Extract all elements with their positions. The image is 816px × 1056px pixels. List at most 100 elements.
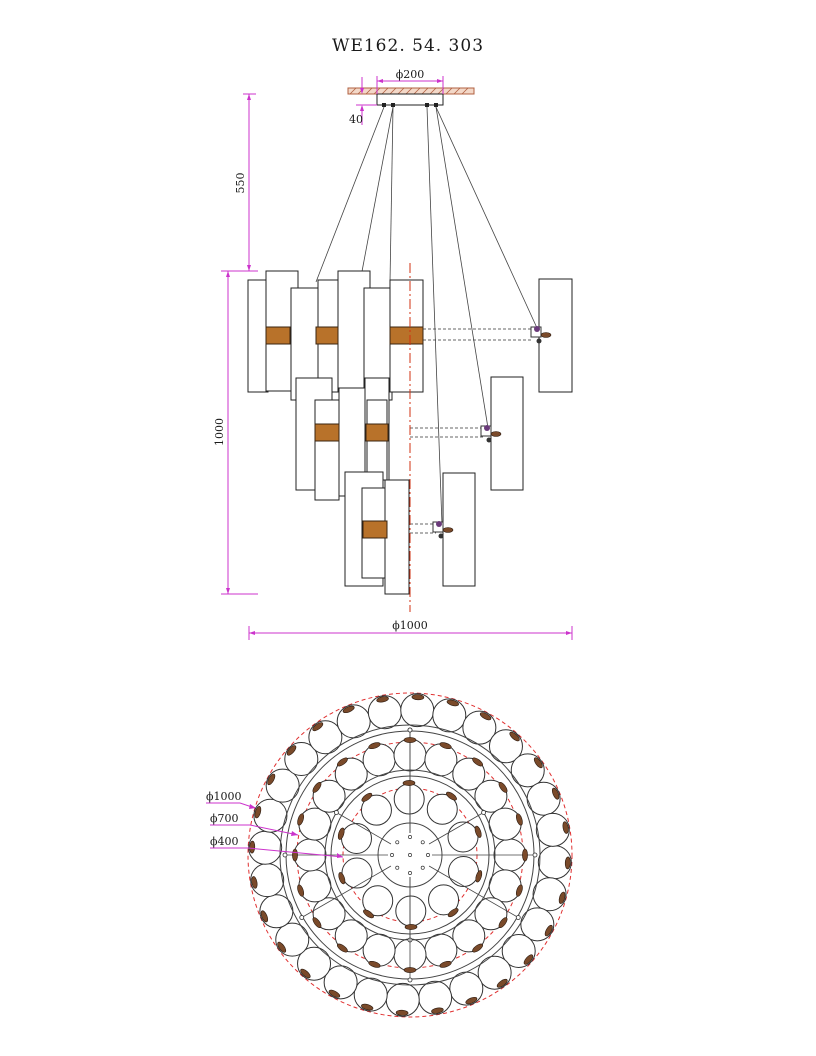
bulb: [361, 792, 373, 802]
bulb: [300, 968, 311, 979]
bulb: [376, 696, 389, 703]
wire-anchor: [333, 810, 339, 815]
outer-frame-ring: [279, 724, 541, 986]
bulb: [447, 908, 459, 918]
crystal-ball: [341, 822, 373, 854]
bulb: [465, 996, 478, 1005]
crystal-ball: [510, 753, 545, 788]
canopy: [376, 93, 444, 106]
wire-anchor: [299, 915, 305, 920]
inner-ring-crystals: [341, 783, 479, 927]
crystal-ball: [308, 720, 343, 755]
body-height-dimension: 1000: [213, 270, 258, 595]
connector-lines: [410, 328, 531, 534]
canopy-diameter-dimension: ϕ200: [376, 68, 444, 94]
bulb: [403, 737, 417, 743]
center-fixing: [390, 853, 394, 857]
crystal-ball: [488, 807, 522, 841]
bulb: [361, 1003, 374, 1011]
brass-bands: [265, 326, 424, 539]
crystal-ball: [253, 798, 288, 833]
crystal-ball: [426, 793, 458, 825]
bulb: [439, 742, 452, 750]
bulb: [498, 917, 508, 928]
crystal-ball: [474, 779, 508, 813]
ring-label-1000: ϕ1000: [206, 790, 242, 803]
bulb: [562, 821, 569, 834]
bulb: [515, 884, 523, 897]
wire-anchor: [407, 727, 413, 733]
crystal-ball: [474, 897, 508, 931]
crystal-ball: [298, 869, 332, 903]
crystal-ball: [360, 794, 392, 826]
center-fixing: [426, 853, 430, 857]
suspension-length-label: 550: [234, 173, 247, 194]
crystal-ball: [532, 877, 567, 912]
ring-leaders: [206, 802, 344, 858]
crystal-ball: [334, 757, 368, 791]
wire-anchor: [515, 915, 521, 920]
ceiling-hatch: [347, 87, 475, 95]
crystal-ball: [452, 757, 486, 791]
bulb: [337, 827, 345, 840]
bulb: [312, 917, 322, 928]
bulb: [286, 745, 297, 756]
bulb: [404, 924, 418, 930]
ring-label-400: ϕ400: [210, 835, 239, 848]
bulb: [403, 967, 417, 973]
center-fixings: [390, 835, 430, 875]
crystal-ball: [447, 821, 479, 853]
bulb: [402, 780, 416, 786]
bulb: [254, 806, 262, 819]
radial-wire: [428, 812, 484, 845]
bulb: [509, 731, 520, 742]
canopy-fixings: [382, 103, 438, 107]
crystal-ball: [488, 869, 522, 903]
bulb: [431, 1007, 444, 1014]
crystal-ball: [395, 895, 427, 927]
canopy-diameter-label: ϕ200: [396, 68, 425, 81]
center-fixing: [408, 871, 412, 875]
crystal-ball: [424, 933, 458, 967]
crystal-ball: [393, 783, 425, 815]
center-fixing: [420, 865, 425, 870]
canopy-height-dimension: 40: [349, 77, 377, 126]
radial-wire: [428, 865, 519, 918]
crystal-panels-tier-2: [295, 377, 390, 501]
drawing-title: WE162. 54. 303: [332, 36, 484, 56]
bulb: [496, 978, 508, 988]
wire-anchor: [481, 810, 487, 815]
lamp-holders: [432, 326, 552, 539]
crystal-ball: [312, 779, 346, 813]
radial-wire: [301, 865, 392, 918]
bulb: [249, 840, 256, 854]
outer-dashed-circle: [247, 692, 573, 1018]
bulb: [297, 884, 305, 897]
bulb: [439, 960, 452, 968]
body-diameter-dimension: ϕ1000: [248, 619, 573, 640]
bulb: [395, 1009, 409, 1016]
canopy-height-label: 40: [349, 113, 363, 126]
crystal-ball: [353, 977, 388, 1012]
crystal-ball: [362, 743, 396, 777]
bulb: [337, 943, 348, 953]
crystal-ball: [341, 857, 373, 889]
wire-anchor: [407, 977, 413, 983]
bulb: [312, 722, 324, 732]
center-fixing: [408, 835, 412, 839]
wire-anchor: [532, 852, 538, 858]
crystal-ball: [428, 884, 460, 916]
bulb: [251, 876, 258, 889]
side-panels: [442, 278, 573, 587]
crystal-ball: [432, 698, 467, 733]
bulb: [267, 773, 276, 786]
crystal-ball: [477, 955, 512, 990]
bulb: [551, 787, 560, 800]
ring-label-700: ϕ700: [210, 812, 239, 825]
center-fixing: [395, 840, 400, 845]
crystal-ball: [362, 933, 396, 967]
bulb: [446, 699, 459, 707]
crystal-ball: [312, 897, 346, 931]
bulb: [515, 813, 523, 826]
